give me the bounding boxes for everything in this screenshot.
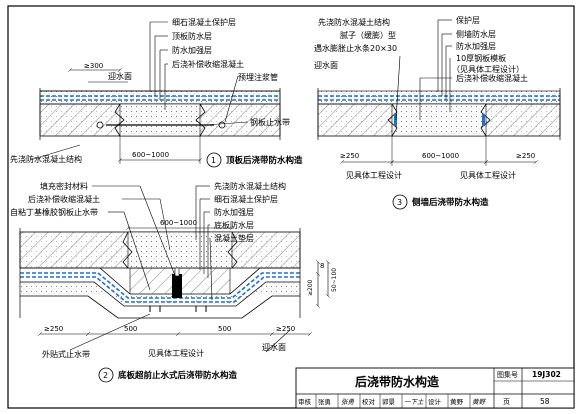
dim-b1: ≥250 xyxy=(44,325,63,333)
label-steel-form: 10厚钢板模板 xyxy=(456,53,506,63)
checker-name: 郭景 xyxy=(382,397,396,406)
atlas-number: 19J302 xyxy=(532,370,561,379)
sheet-title: 后浇带防水构造 xyxy=(355,374,440,389)
page-number: 58 xyxy=(540,397,550,406)
label-base-waterproof: 底板防水层 xyxy=(214,220,254,230)
label-water-face: 迎水面 xyxy=(108,71,132,81)
label-protection: 保护层 xyxy=(456,15,480,25)
label-sealant: 填充密封材料 xyxy=(40,181,88,191)
label-post-cast-concrete: 后浇补偿收缩混凝土 xyxy=(172,59,244,69)
detail-caption: 底板超前止水式后浇带防水构造 xyxy=(118,370,238,381)
design-label: 设计 xyxy=(428,397,442,406)
detail-caption: 顶板后浇带防水构造 xyxy=(226,155,303,166)
grout-pipe-icon xyxy=(218,121,226,129)
review-label: 审核 xyxy=(298,397,312,406)
dim-b2: 500 xyxy=(124,325,137,333)
label-water-face: 迎水面 xyxy=(262,342,286,352)
dim-b4: ≥250 xyxy=(276,325,295,333)
dim-v2: ≥200 xyxy=(307,279,314,296)
label-post-cast-concrete: 后浇补偿收缩混凝土 xyxy=(28,194,100,204)
sealant-joint xyxy=(172,274,182,298)
label-butyl-waterstop: 自粘丁基橡胶钢板止水带 xyxy=(10,207,98,217)
sheet-frame xyxy=(7,5,575,409)
dim-right: ≥250 xyxy=(516,152,535,160)
detail-3-side-wall: 先浇防水混凝土结构 腻子（缓膨）型 遇水膨胀止水条20×30 迎水面 保护层 侧… xyxy=(314,15,561,210)
page-label: 页 xyxy=(503,398,510,406)
detail-number: 3 xyxy=(397,198,402,207)
label-steel-waterstop: 钢板止水带 xyxy=(250,117,290,127)
dim-left: ≥250 xyxy=(340,152,359,160)
reviewer-signature: 张勇 xyxy=(341,398,355,406)
dim-mid: 600~1000 xyxy=(422,152,459,160)
label-grout-pipe: 预埋注浆管 xyxy=(238,72,278,82)
label-putty-type: 腻子（缓膨）型 xyxy=(340,30,396,40)
checker-signature: 一下土 xyxy=(404,398,424,406)
label-swell-strip: 遇水膨胀止水条20×30 xyxy=(314,43,397,53)
label-external-waterstop: 外贴式止水带 xyxy=(42,349,90,359)
label-see-design-left: 见具体工程设计 xyxy=(346,170,402,180)
dim-mid: 600~1000 xyxy=(132,151,169,159)
designer-signature: 黄野 xyxy=(472,398,487,406)
label-roof-waterproof: 顶板防水层 xyxy=(172,31,212,41)
detail-2-base-slab: 填充密封材料 后浇补偿收缩混凝土 自粘丁基橡胶钢板止水带 先浇防水混凝土结构 细… xyxy=(10,181,338,383)
label-reinforce: 防水加强层 xyxy=(172,45,212,55)
label-see-design: 见具体工程设计 xyxy=(148,348,204,358)
label-fine-concrete-protection: 细石混凝土保护层 xyxy=(214,194,278,204)
label-post-cast-concrete: 后浇补偿收缩混凝土 xyxy=(456,73,528,83)
label-first-concrete: 先浇防水混凝土结构 xyxy=(214,181,286,191)
label-water-face: 迎水面 xyxy=(314,60,338,70)
detail-number: 2 xyxy=(103,371,108,380)
label-wall-waterproof: 侧墙防水层 xyxy=(456,29,496,39)
dim-top: 600~1000 xyxy=(160,219,197,227)
swell-strip xyxy=(394,114,397,126)
label-fine-concrete-protection: 细石混凝土保护层 xyxy=(172,17,236,27)
title-block: 后浇带防水构造 图集号 19J302 审核 张勇 张勇 校对 郭景 一下土 设计… xyxy=(295,367,575,409)
label-cushion: 混凝土垫层 xyxy=(214,233,254,243)
detail-number: 1 xyxy=(211,156,216,165)
dim-v3: 50~100 xyxy=(331,268,338,292)
dim-v1: 8 xyxy=(320,262,324,270)
label-reinforce: 防水加强层 xyxy=(456,41,496,51)
detail-1-roof-slab: 细石混凝土保护层 顶板防水层 防水加强层 后浇补偿收缩混凝土 预埋注浆管 钢板止… xyxy=(10,17,303,168)
detail-caption: 侧墙后浇带防水构造 xyxy=(411,197,489,208)
atlas-label: 图集号 xyxy=(497,370,518,379)
grout-pipe-icon xyxy=(96,121,104,129)
check-label: 校对 xyxy=(362,397,376,406)
dim-left: ≥300 xyxy=(84,62,103,70)
label-first-concrete: 先浇防水混凝土结构 xyxy=(318,17,390,27)
reviewer-name: 张勇 xyxy=(318,397,331,406)
label-see-design-right: 见具体工程设计 xyxy=(460,170,516,180)
label-reinforce: 防水加强层 xyxy=(214,207,254,217)
label-first-concrete: 先浇防水混凝土结构 xyxy=(10,154,82,164)
dim-b3: 500 xyxy=(218,325,231,333)
label-see-design: （见具体工程设计） xyxy=(452,64,524,74)
designer-name: 黄野 xyxy=(450,397,464,406)
